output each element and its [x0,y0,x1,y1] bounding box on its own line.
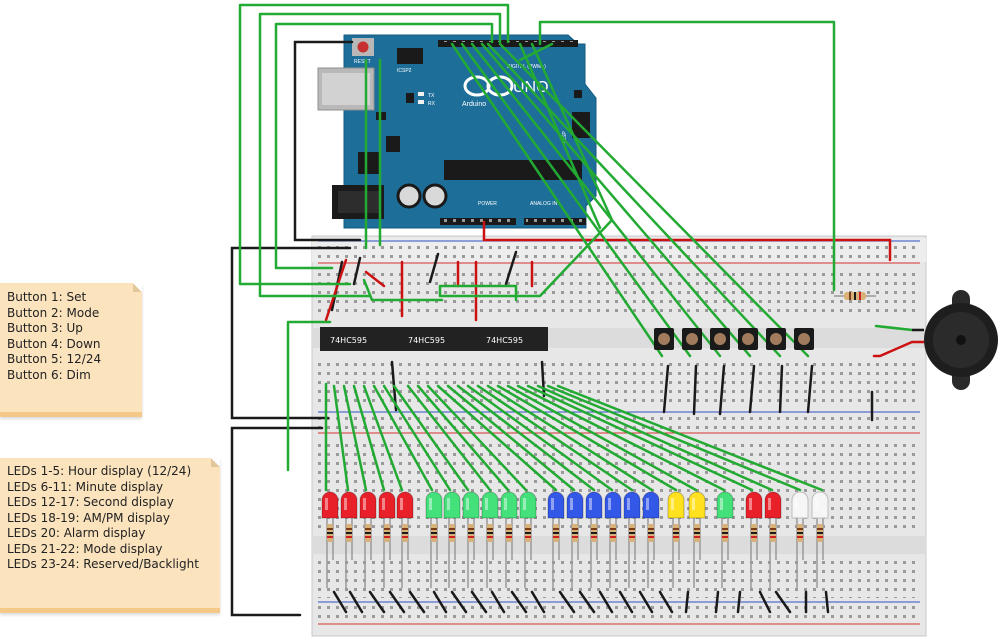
buttons-legend-note: Button 1: Set Button 2: Mode Button 3: U… [0,283,142,417]
led-6 [425,491,443,588]
icsp-label: ICSP [562,131,568,143]
chip-label-2: 74HC595 [408,336,445,345]
atmega-chip [444,160,582,180]
shift-register-3: 74HC595 [476,327,548,351]
brand-label: Arduino [462,101,486,108]
led-note-6: LEDs 21-22: Mode display [7,541,163,556]
led-22 [764,491,782,588]
analog-label: ANALOG IN [530,201,558,207]
led-20 [716,491,734,588]
led-1 [321,491,339,588]
leds-legend-note: LEDs 1-5: Hour display (12/24) LEDs 6-11… [0,458,220,613]
led-note-1: LEDs 1-5: Hour display (12/24) [7,464,192,478]
led-21 [745,491,763,588]
icsp2-label: ICSP2 [397,68,412,74]
led-note-3: LEDs 12-17: Second display [7,495,174,509]
led-7 [443,491,461,588]
led-18 [667,491,685,588]
led-5 [396,491,414,588]
push-button-2 [682,328,702,350]
led-3 [359,491,377,588]
led-ground-wires [332,590,830,614]
button-note-5: Button 5: 12/24 [7,352,102,366]
digital-label: DIGITAL (PWM~) [507,64,546,70]
led-row [321,491,829,588]
reset-label: RESET [354,59,371,65]
ground-wires [230,40,874,617]
led-10 [500,491,518,588]
led-14 [585,491,603,588]
led-19 [688,491,706,588]
led-note-4: LEDs 18-19: AM/PM display [7,510,170,525]
led-12 [547,491,565,588]
led-note-2: LEDs 6-11: Minute display [7,479,164,494]
shift-register-2: 74HC595 [398,327,476,351]
led-13 [566,491,584,588]
push-button-4 [738,328,758,350]
push-button-3 [710,328,730,350]
piezo-buzzer [912,290,998,390]
push-button-6 [794,328,814,350]
power-wires [324,220,914,358]
shift-register-1: 74HC595 [320,327,398,351]
chip-label-3: 74HC595 [486,336,523,345]
led-4 [378,491,396,588]
led-8 [462,491,480,588]
led-16 [623,491,641,588]
signal-wires [238,3,914,492]
push-button-5 [766,328,786,350]
chip-label-1: 74HC595 [330,336,367,345]
power-label: POWER [478,201,497,207]
button-note-3: Button 3: Up [7,321,83,335]
rx-label: RX [428,101,436,107]
arduino-uno-board: RESET ICSP2 DIGITAL (PWM~) UNO Arduino T… [317,34,597,229]
led-15 [604,491,622,588]
led-17 [642,491,660,588]
led-11 [519,491,537,588]
button-note-4: Button 4: Down [7,336,101,351]
led-note-7: LEDs 23-24: Reserved/Backlight [7,557,199,571]
button-note-2: Button 2: Mode [7,305,100,320]
led-9 [481,491,499,588]
led-2 [340,491,358,588]
button-note-1: Button 1: Set [7,290,87,304]
led-note-5: LEDs 20: Alarm display [7,526,146,540]
led-24 [811,491,829,588]
push-button-1 [654,328,674,350]
tx-label: TX [428,93,435,99]
push-buttons [654,328,814,350]
led-23 [791,491,809,588]
buzzer-resistor [834,292,876,300]
button-note-6: Button 6: Dim [7,367,91,382]
